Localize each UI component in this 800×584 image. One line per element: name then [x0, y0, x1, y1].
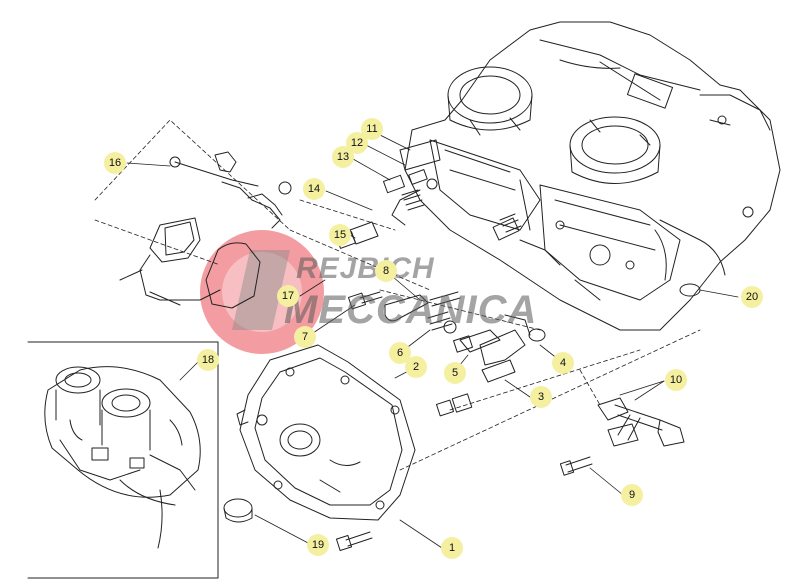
- watermark-logo: [200, 230, 324, 354]
- callout-17: 17: [277, 285, 299, 307]
- callout-11: 11: [361, 118, 383, 140]
- callout-18: 18: [197, 349, 219, 371]
- callout-10: 10: [665, 369, 687, 391]
- callout-13: 13: [332, 146, 354, 168]
- leader-lines: [126, 130, 739, 549]
- float-bowl-cover: [236, 344, 416, 521]
- watermark-text-line2: MECCANICA: [284, 288, 538, 332]
- callout-2: 2: [405, 356, 427, 378]
- callout-9: 9: [621, 484, 643, 506]
- cap-and-bolt: [223, 498, 373, 552]
- callout-14: 14: [303, 178, 325, 200]
- callout-7: 7: [294, 326, 316, 348]
- callout-1: 1: [441, 537, 463, 559]
- callout-20: 20: [741, 286, 763, 308]
- jet-parts: [347, 291, 546, 417]
- callout-3: 3: [530, 386, 552, 408]
- fuel-fitting: [559, 397, 685, 476]
- callout-6: 6: [389, 342, 411, 364]
- needle-valve-parts: [382, 139, 441, 211]
- callout-8: 8: [375, 260, 397, 282]
- callout-15: 15: [329, 224, 351, 246]
- callout-16: 16: [104, 152, 126, 174]
- guide-lines: [94, 119, 701, 471]
- callout-19: 19: [307, 534, 329, 556]
- inset-frame: [27, 341, 219, 579]
- carburetor-assembly-inset: [44, 366, 201, 549]
- callout-5: 5: [444, 362, 466, 384]
- watermark-text-line1: REJBICH: [296, 252, 435, 285]
- callout-4: 4: [552, 352, 574, 374]
- callout-12: 12: [346, 132, 368, 154]
- carburetor-body: [391, 21, 781, 331]
